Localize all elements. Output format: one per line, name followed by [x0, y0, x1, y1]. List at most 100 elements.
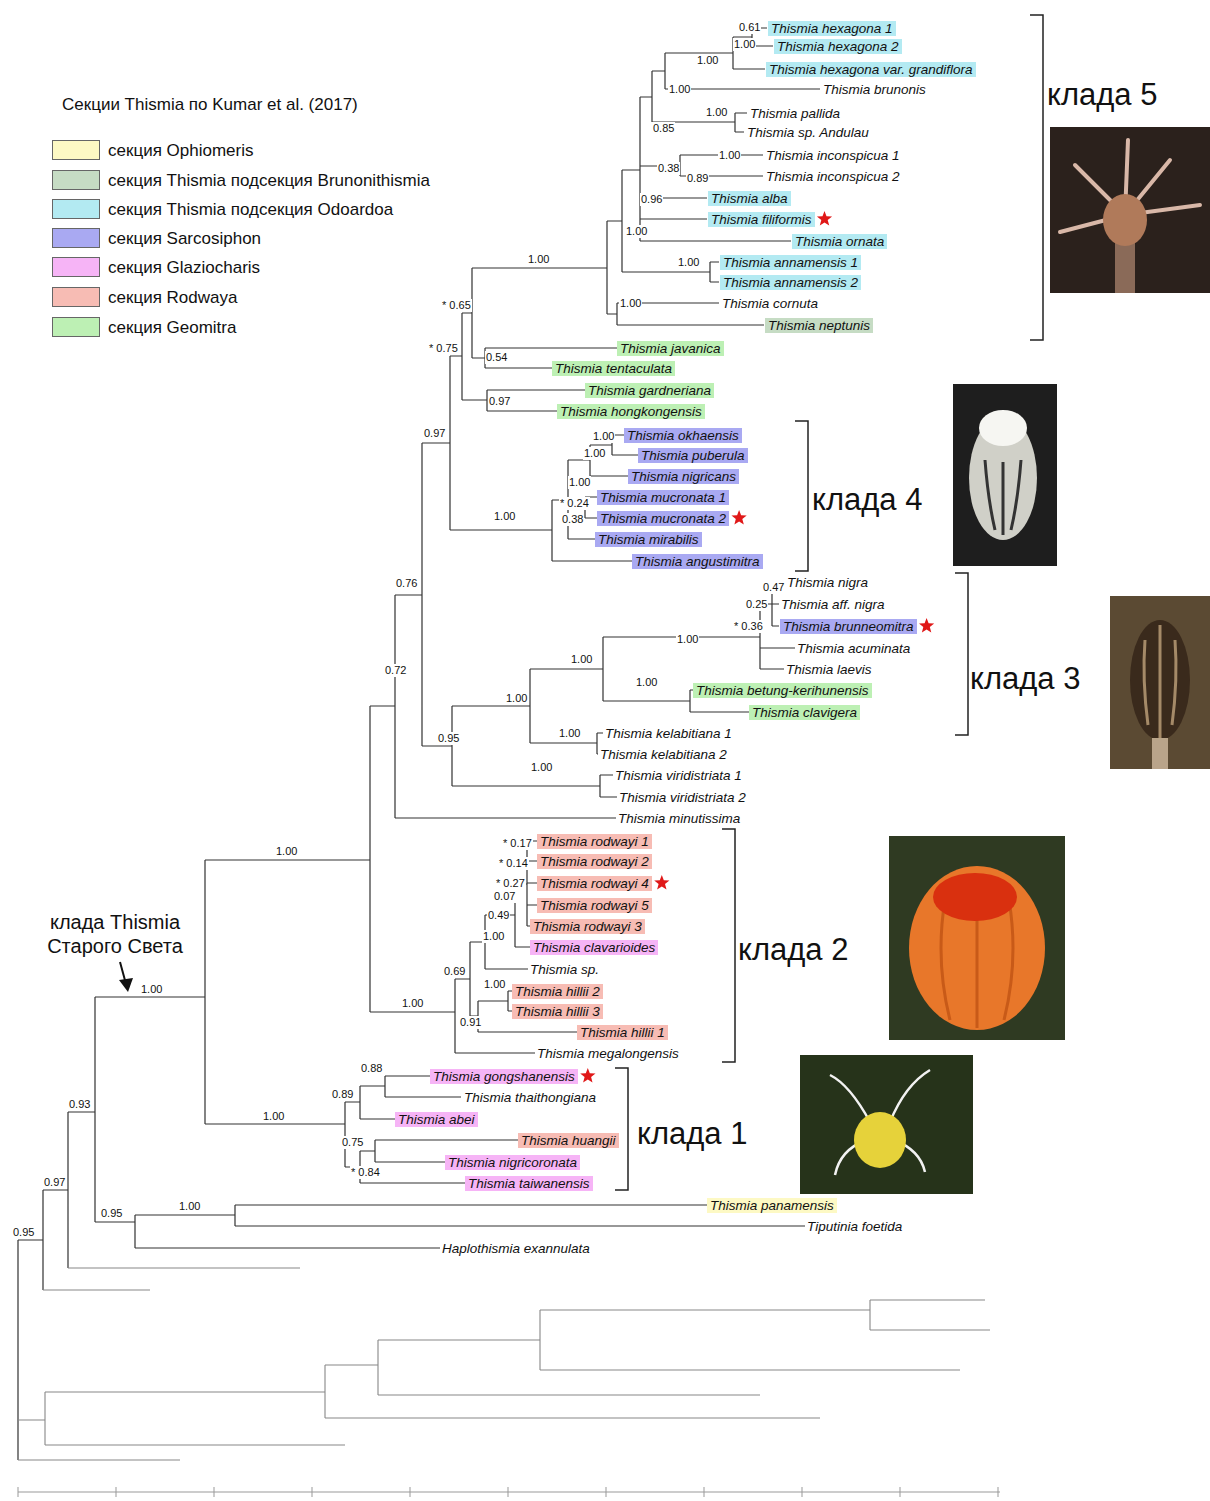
support-value: 1.00 [676, 633, 699, 646]
support-value: 1.00 [493, 510, 516, 523]
support-value: 0.25 [745, 598, 768, 611]
legend-text: секция Sarcosiphon [108, 228, 261, 249]
taxon-box: Thismia taiwanensis [465, 1176, 593, 1191]
support-value: 0.85 [652, 122, 675, 135]
support-value: 0.07 [493, 890, 516, 903]
support-value: 1.00 [733, 38, 756, 51]
support-value: 1.00 [527, 253, 550, 266]
support-value: 1.00 [696, 54, 719, 67]
taxon-name: Thismia mucronata 1 [600, 490, 726, 505]
taxon-box: Thismia annamensis 2 [720, 275, 861, 290]
photo-clade-5 [1050, 127, 1210, 293]
scale-bar [18, 1487, 1000, 1497]
taxon-box: Thismia huangii [518, 1133, 619, 1148]
support-value: 0.38 [561, 513, 584, 526]
taxon-name: Thismia nigra [787, 574, 868, 591]
taxon-box: Thismia alba [708, 191, 791, 206]
legend-text: секция Geomitra [108, 317, 236, 338]
taxon-name: Thismia minutissima [618, 810, 740, 827]
taxon-box: Thismia nigricans [628, 469, 739, 484]
support-value: 1.00 [275, 845, 298, 858]
support-value: 1.00 [705, 106, 728, 119]
taxon-box: Thismia filiformis [708, 212, 815, 227]
red-star [654, 875, 669, 890]
support-value: 1.00 [262, 1110, 285, 1123]
support-value: * 0.84 [350, 1166, 381, 1179]
taxon-name: Thismia laevis [786, 661, 872, 678]
legend-text: секция Rodwaya [108, 287, 237, 308]
support-value: 0.93 [68, 1098, 91, 1111]
clade-label: клада 5 [1047, 77, 1157, 113]
support-value: 1.00 [718, 149, 741, 162]
taxon-name: Thismia huangii [521, 1133, 616, 1148]
taxon-box: Thismia hexagona 2 [774, 39, 902, 54]
taxon-box: Thismia mirabilis [595, 532, 702, 547]
taxon-name: Thismia annamensis 2 [723, 275, 858, 290]
taxon-name: Haplothismia exannulata [442, 1240, 590, 1257]
taxon-name: Thismia abei [398, 1112, 475, 1127]
support-value: * 0.24 [559, 497, 590, 510]
taxon-box: Thismia rodwayi 3 [530, 919, 645, 934]
support-value: 0.96 [640, 193, 663, 206]
support-value: 0.49 [487, 909, 510, 922]
taxon-box: Thismia brunneomitra [780, 619, 917, 634]
taxon-name: Thismia alba [711, 191, 788, 206]
taxon-box: Thismia rodwayi 1 [537, 834, 652, 849]
clade-note: клада Thismia Старого Света [30, 910, 200, 958]
taxon-name: Thismia hongkongensis [560, 404, 702, 419]
support-value: 1.00 [140, 983, 163, 996]
photo-clade-1 [800, 1055, 973, 1194]
taxon-name: Thismia tentaculata [555, 361, 672, 376]
support-value: 1.00 [668, 83, 691, 96]
taxon-name: Thismia rodwayi 2 [540, 854, 649, 869]
support-value: * 0.14 [498, 857, 529, 870]
clade-label: клада 3 [970, 661, 1080, 697]
taxon-box: Thismia puberula [638, 448, 748, 463]
taxon-name: Thismia gongshanensis [433, 1069, 575, 1084]
support-value: * 0.17 [502, 837, 533, 850]
photo-clade-4 [953, 384, 1057, 566]
taxon-box: Thismia nigricoronata [445, 1155, 580, 1170]
support-value: 0.54 [485, 351, 508, 364]
legend-swatch [52, 317, 100, 337]
taxon-box: Thismia rodwayi 5 [537, 898, 652, 913]
support-value: 0.91 [459, 1016, 482, 1029]
taxon-box: Thismia annamensis 1 [720, 255, 861, 270]
support-value: * 0.27 [495, 877, 526, 890]
support-value: 0.61 [738, 21, 761, 34]
support-value: 1.00 [635, 676, 658, 689]
taxon-name: Tiputinia foetida [807, 1218, 902, 1235]
taxon-box: Thismia gardneriana [585, 383, 714, 398]
taxon-box: Thismia mucronata 1 [597, 490, 729, 505]
taxon-box: Thismia hillii 3 [512, 1004, 603, 1019]
taxon-box: Thismia betung-kerihunensis [693, 683, 872, 698]
support-value: 1.00 [592, 430, 615, 443]
taxon-name: Thismia hexagona 1 [771, 21, 893, 36]
taxon-name: Thismia betung-kerihunensis [696, 683, 869, 698]
taxon-box: Thismia rodwayi 2 [537, 854, 652, 869]
taxon-box: Thismia hongkongensis [557, 404, 705, 419]
clade-label: клада 2 [738, 932, 848, 968]
taxon-box: Thismia hillii 1 [577, 1025, 668, 1040]
taxon-name: Thismia kelabitiana 1 [605, 725, 732, 742]
clade-label: клада 4 [812, 482, 922, 518]
taxon-box: Thismia rodwayi 4 [537, 876, 652, 891]
legend-text: секция Thismia подсекция Brunonithismia [108, 170, 430, 191]
support-value: 1.00 [625, 225, 648, 238]
taxon-name: Thismia mucronata 2 [600, 511, 726, 526]
taxon-box: Thismia hexagona var. grandiflora [766, 62, 976, 77]
taxon-name: Thismia viridistriata 2 [619, 789, 746, 806]
support-value: 1.00 [530, 761, 553, 774]
legend-swatch [52, 287, 100, 307]
support-value: 0.47 [762, 581, 785, 594]
taxon-name: Thismia rodwayi 3 [533, 919, 642, 934]
taxon-name: Thismia nigricoronata [448, 1155, 577, 1170]
support-value: 0.88 [360, 1062, 383, 1075]
taxon-box: Thismia hillii 2 [512, 984, 603, 999]
taxon-name: Thismia okhaensis [627, 428, 739, 443]
red-star [817, 211, 832, 226]
taxon-name: Thismia neptunis [768, 318, 870, 333]
legend-text: секция Thismia подсекция Odoardoa [108, 199, 393, 220]
taxon-name: Thismia megalongensis [537, 1045, 679, 1062]
